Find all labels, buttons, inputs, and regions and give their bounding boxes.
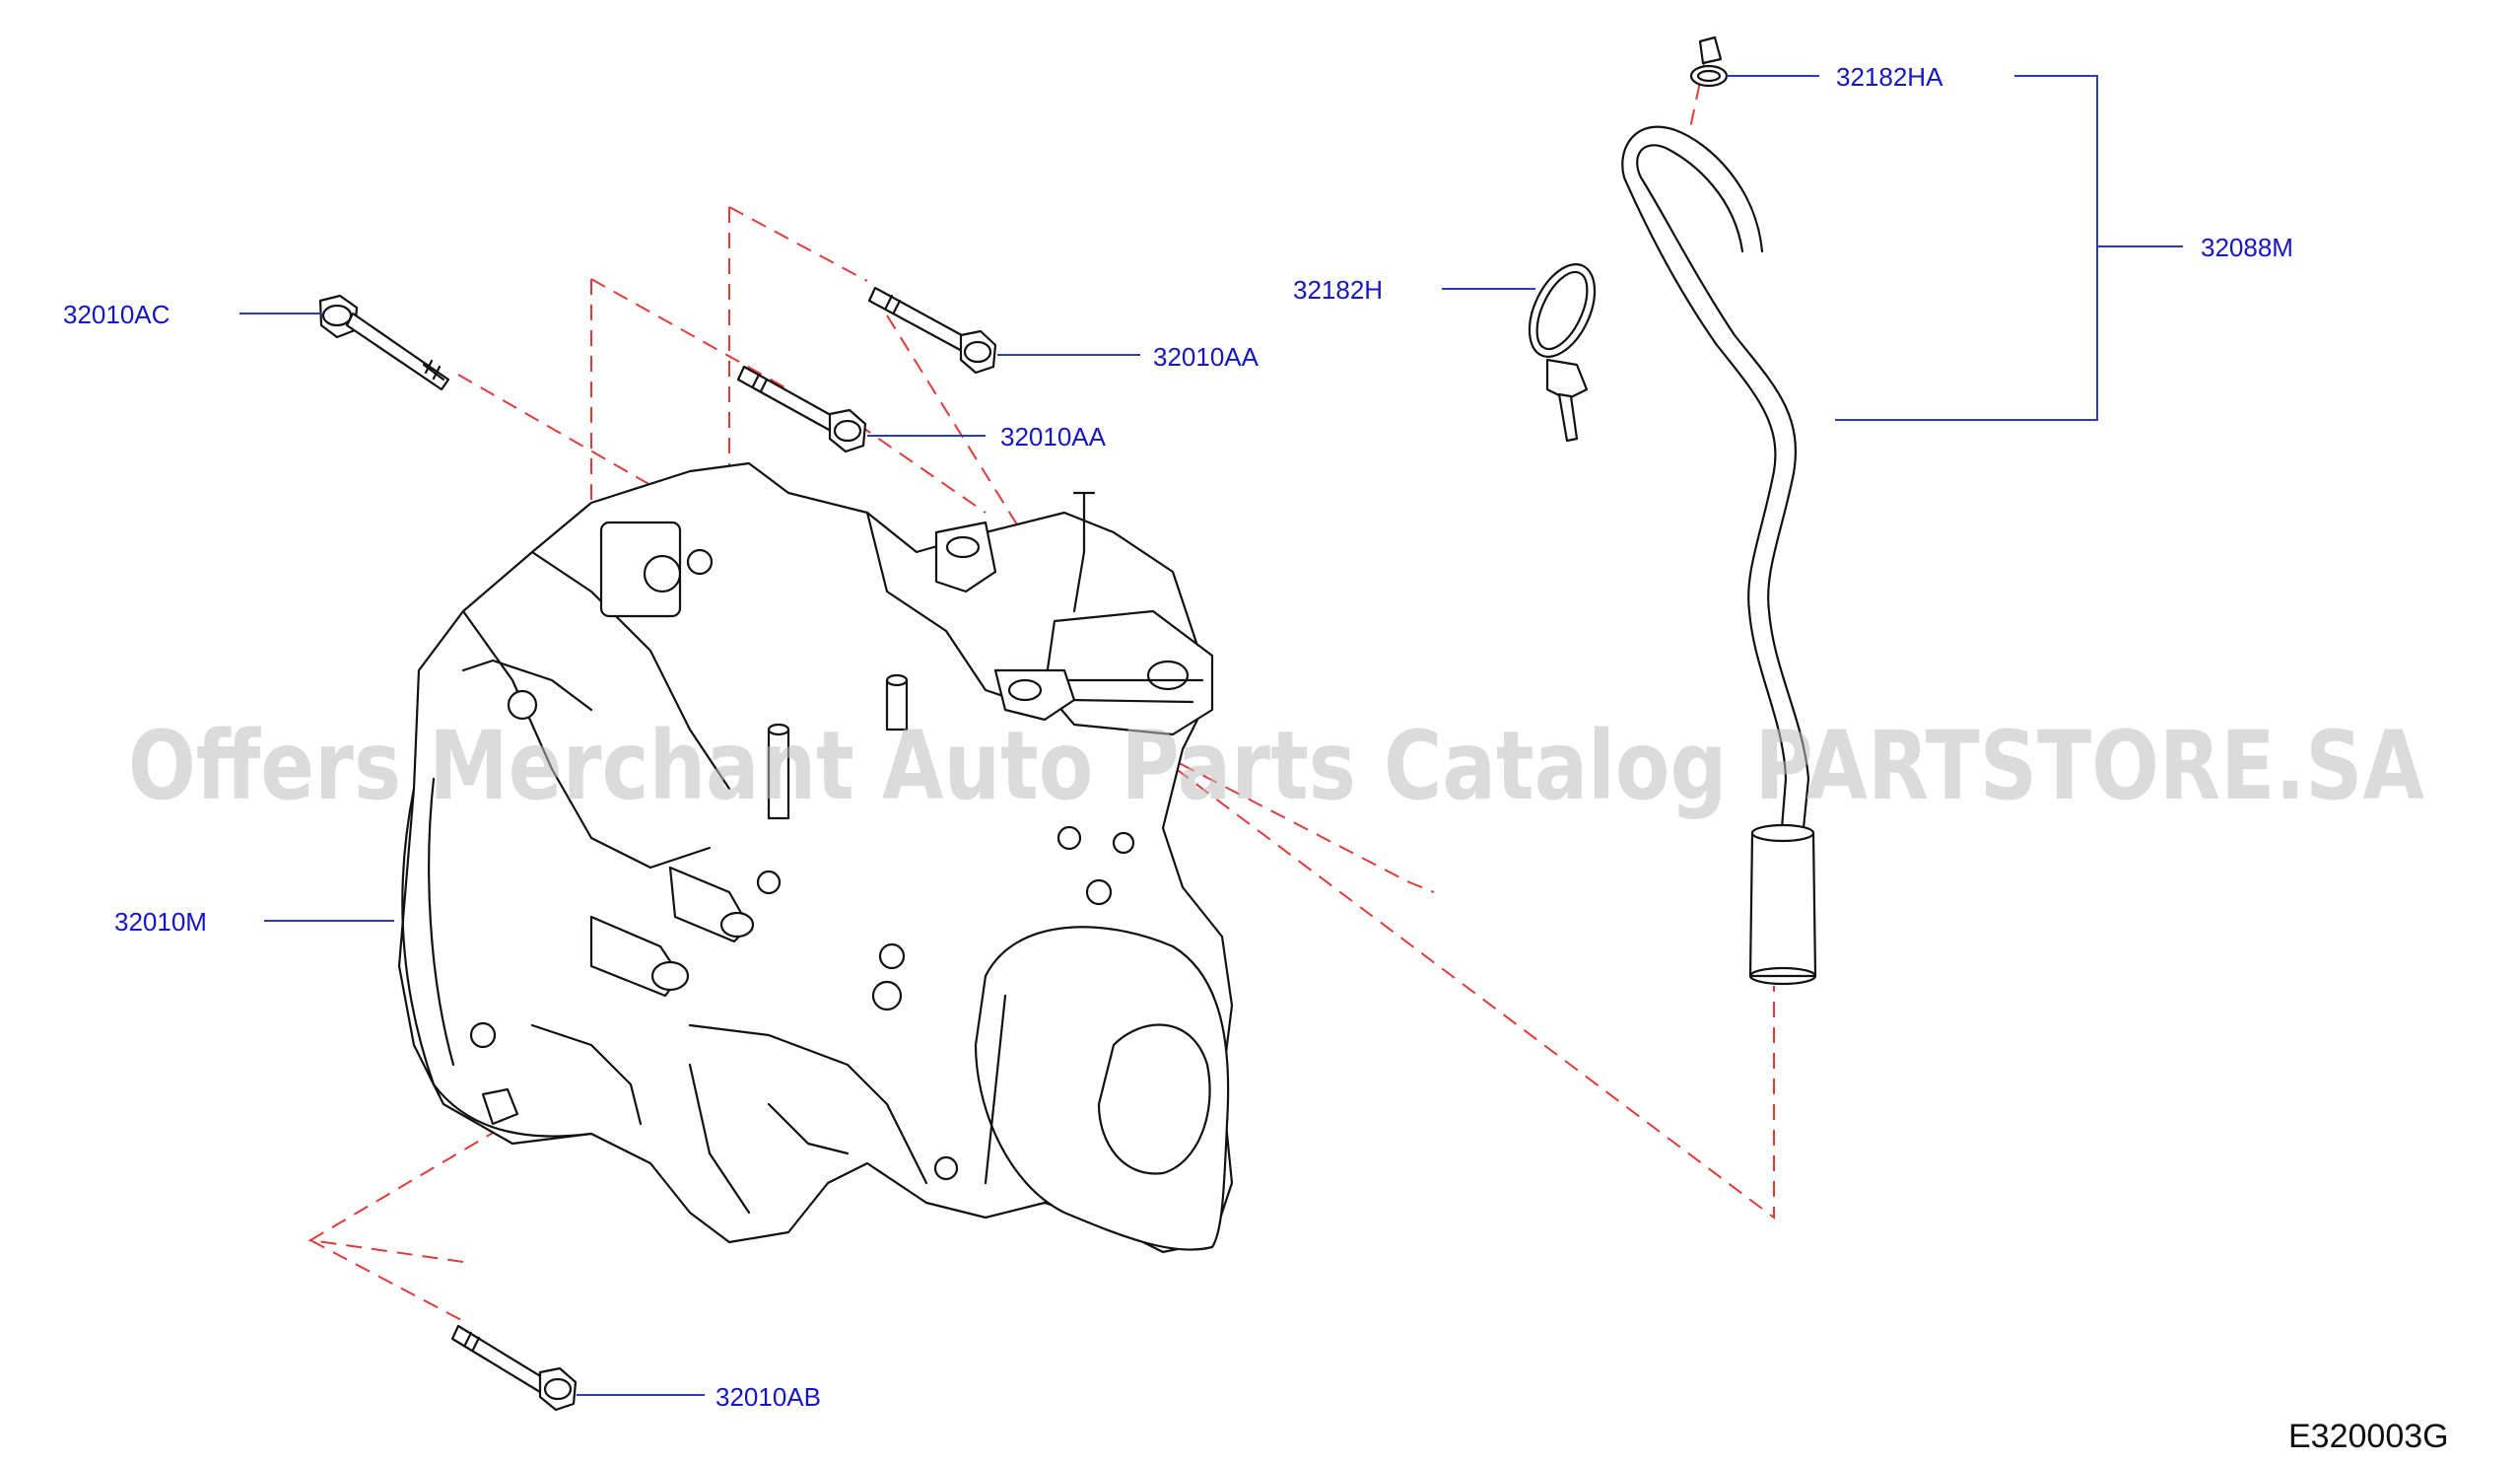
bolt-32010aa-top[interactable] (867, 286, 997, 375)
transaxle-assembly[interactable] (397, 461, 1234, 1254)
label-32010ac[interactable]: 32010AC (63, 300, 170, 329)
label-32010m[interactable]: 32010M (114, 907, 207, 937)
leader-lines (239, 75, 2183, 1396)
bolt-32010ac[interactable] (318, 294, 450, 391)
hose-clamp[interactable] (1516, 254, 1607, 443)
label-32010aa-top[interactable]: 32010AA (1153, 342, 1260, 372)
label-32088m[interactable]: 32088M (2201, 233, 2293, 262)
callout-labels: 32010AC 32010AA 32010AA 32010AB 32010M 3… (63, 62, 2293, 1412)
breather-tube[interactable] (1621, 125, 1817, 986)
bolt-32010aa-middle[interactable] (736, 365, 867, 453)
label-32010aa-middle[interactable]: 32010AA (1000, 422, 1107, 452)
label-32010ab[interactable]: 32010AB (715, 1382, 821, 1412)
diagram-code: E320003G (2288, 1418, 2449, 1455)
hose-clamp-small[interactable] (1689, 35, 1729, 88)
bolt-32010ab[interactable] (450, 1324, 578, 1412)
watermark: Offers Merchant Auto Parts Catalog PARTS… (128, 711, 2424, 821)
label-32182h[interactable]: 32182H (1293, 275, 1383, 305)
label-32182ha[interactable]: 32182HA (1836, 62, 1943, 92)
